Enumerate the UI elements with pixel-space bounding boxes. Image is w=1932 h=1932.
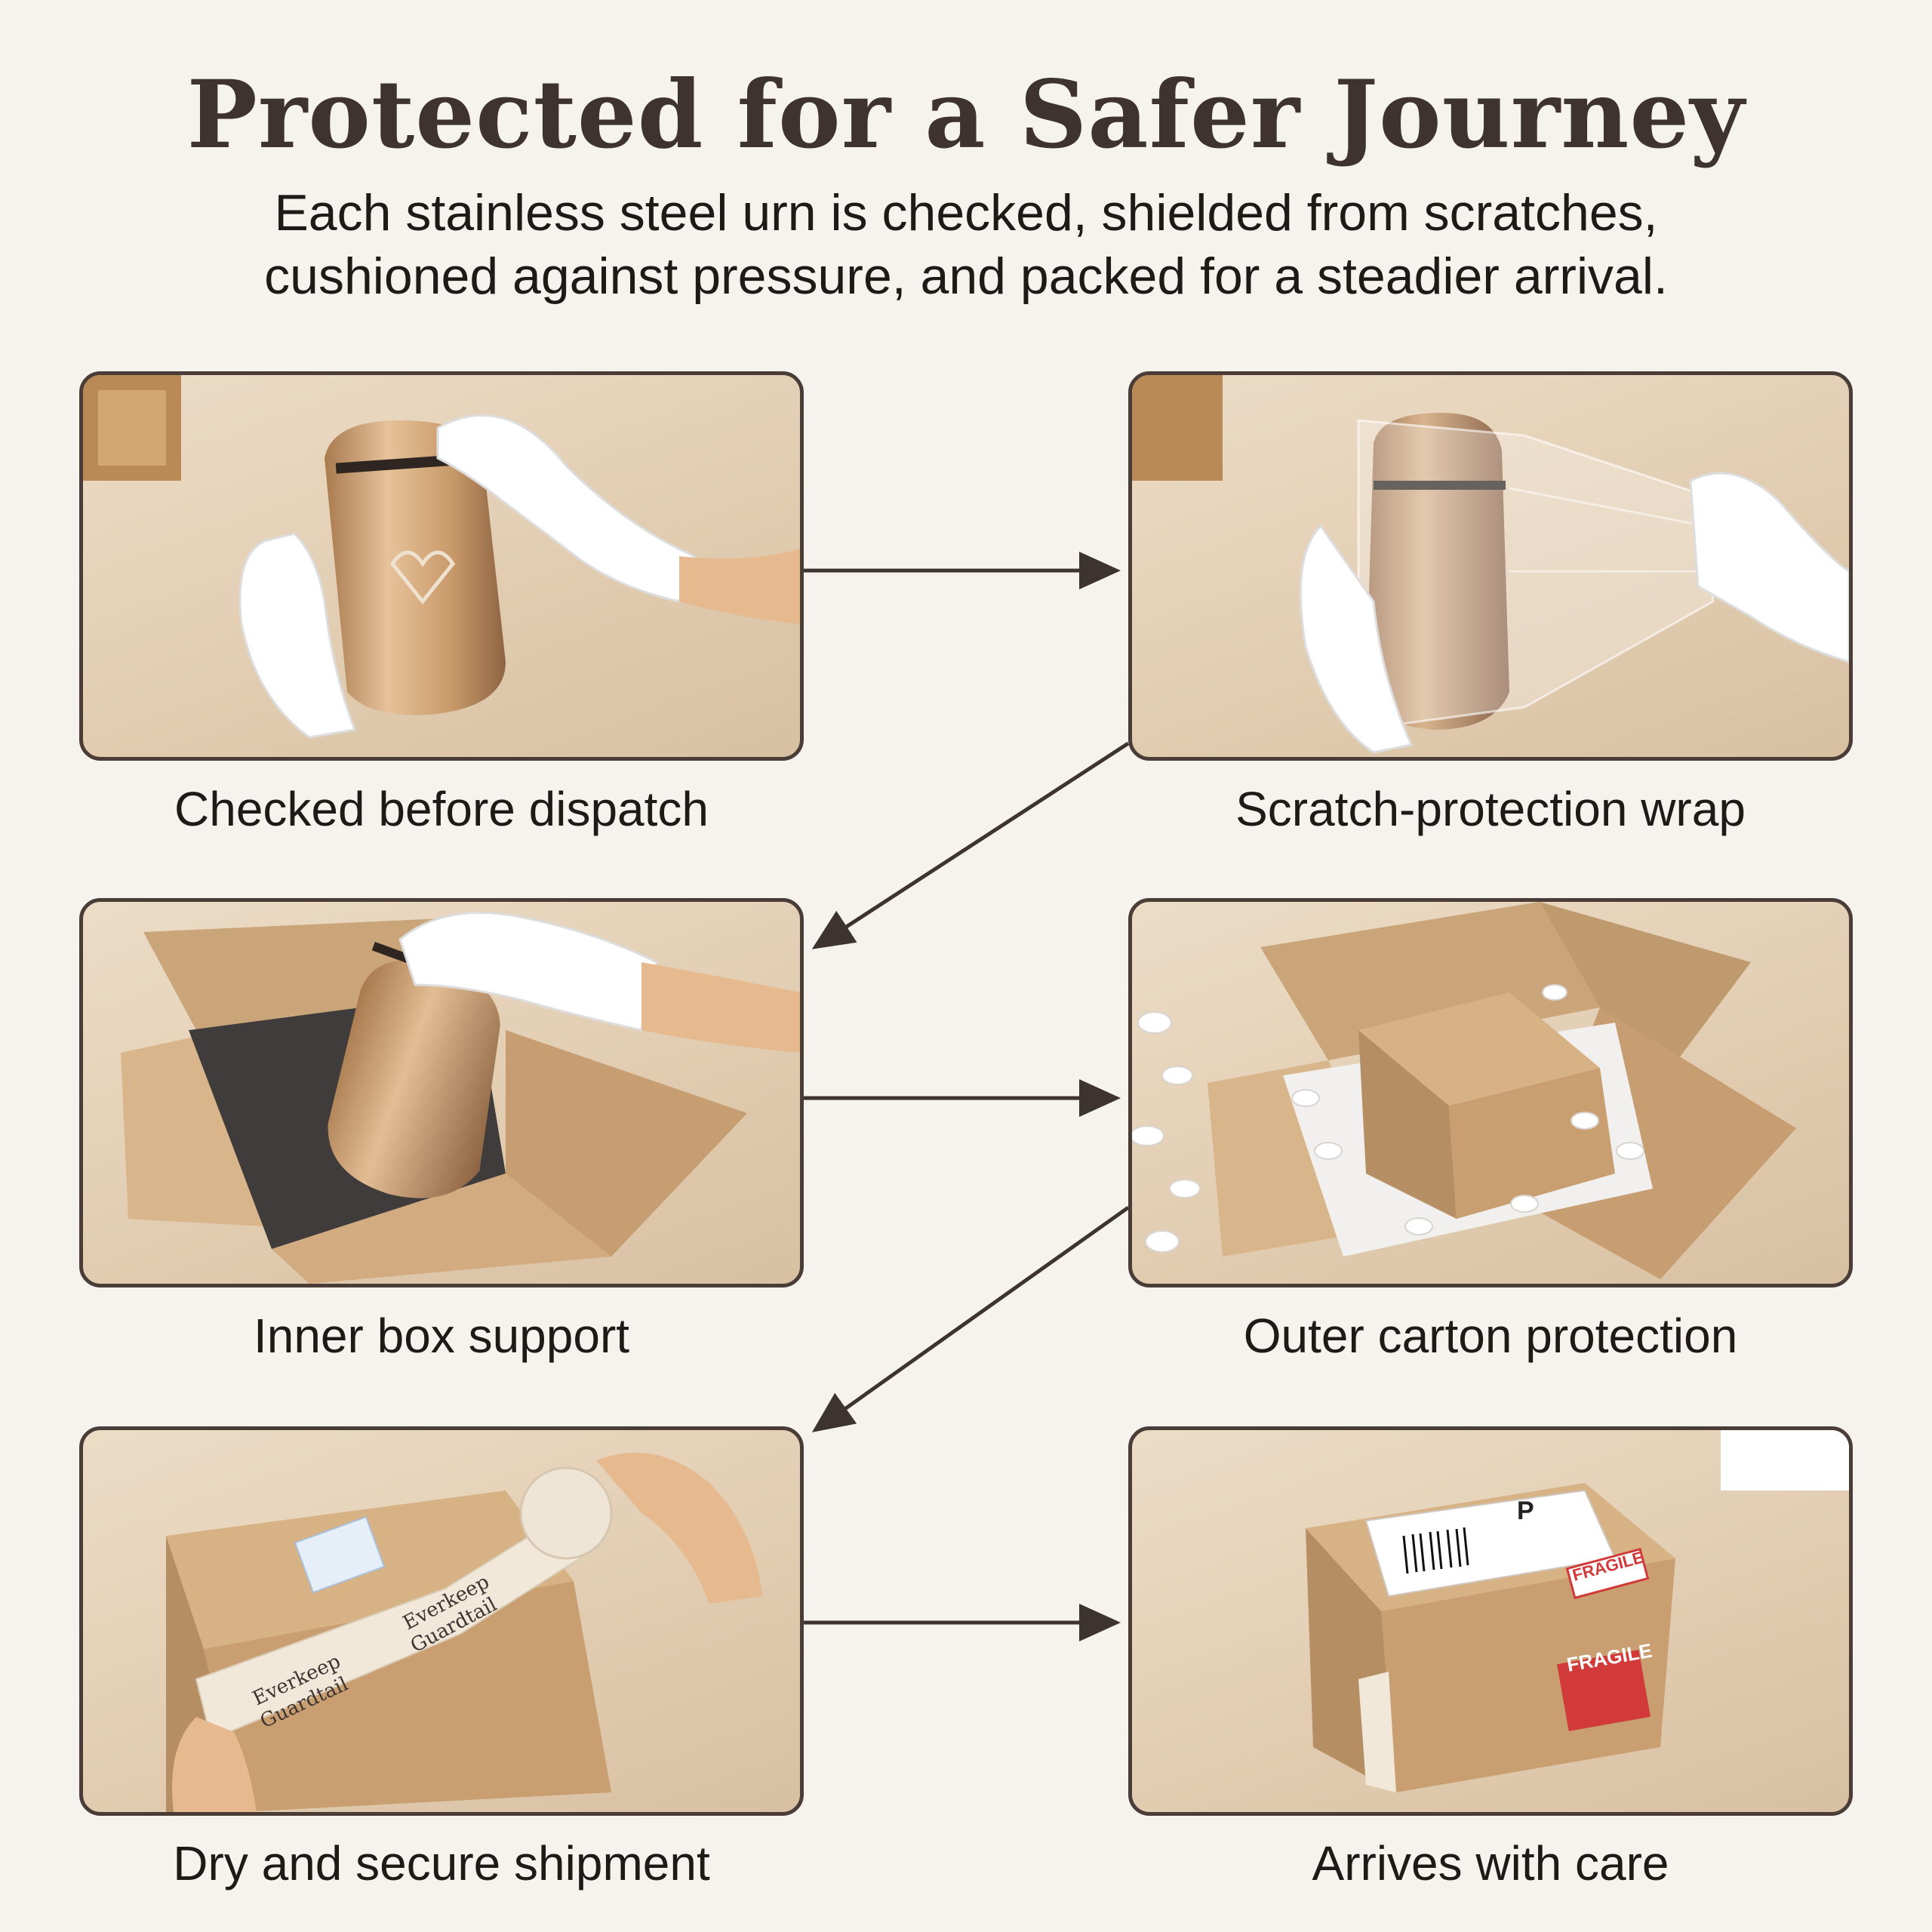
step-2-caption: Scratch-protection wrap xyxy=(1235,782,1746,836)
step-5-caption: Dry and secure shipment xyxy=(173,1836,710,1890)
step-5-photo: Everkeep Guardtail Everkeep Guardtail xyxy=(79,1426,804,1816)
parcel-mark: P xyxy=(1517,1497,1534,1525)
page-subtitle: Each stainless steel urn is checked, shi… xyxy=(136,181,1796,308)
arrow-step2-to-step3 xyxy=(811,741,1130,949)
page-title: Protected for a Safer Journey xyxy=(186,60,1746,170)
subtitle-line-2: cushioned against pressure, and packed f… xyxy=(264,248,1668,305)
arrow-step4-to-step5 xyxy=(811,1205,1130,1432)
step-6-photo: P FRAGILE FRAGILE xyxy=(1128,1426,1853,1816)
step-6-caption: Arrives with care xyxy=(1312,1836,1669,1890)
step-2-photo xyxy=(1128,371,1853,761)
step-1-caption: Checked before dispatch xyxy=(174,782,709,836)
step-4-caption: Outer carton protection xyxy=(1243,1309,1738,1363)
step-1-photo xyxy=(79,371,804,761)
step-3-photo xyxy=(79,898,804,1287)
step-4-photo xyxy=(1128,898,1853,1287)
subtitle-line-1: Each stainless steel urn is checked, shi… xyxy=(274,184,1658,242)
step-3-caption: Inner box support xyxy=(253,1309,630,1363)
